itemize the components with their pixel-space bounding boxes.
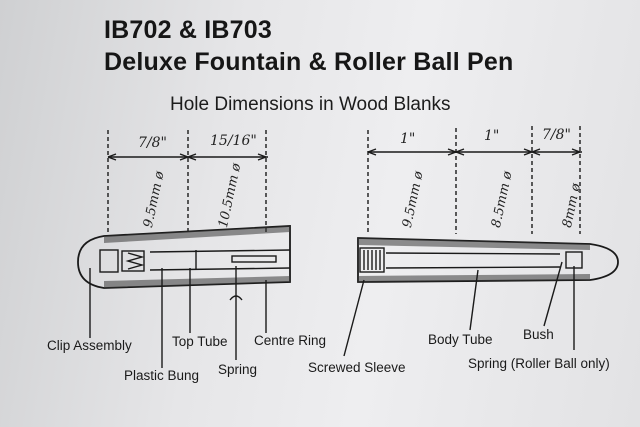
left-dim-1: 7/8" [138, 135, 167, 151]
right-dim-1: 1" [400, 131, 416, 147]
left-dim-2: 15/16" [210, 133, 257, 149]
label-top-tube: Top Tube [172, 334, 228, 349]
label-centre-ring: Centre Ring [254, 333, 327, 348]
right-dimension-line [367, 126, 582, 234]
diagram-subtitle: Hole Dimensions in Wood Blanks [170, 94, 451, 115]
label-screwed-sleeve: Screwed Sleeve [308, 360, 406, 375]
label-plastic-bung: Plastic Bung [124, 368, 200, 383]
title-product-name: Deluxe Fountain & Roller Ball Pen [104, 48, 514, 76]
right-leader-lines [343, 261, 575, 357]
label-clip-assembly: Clip Assembly [47, 338, 132, 353]
label-bush: Bush [523, 327, 554, 342]
right-pen-body [357, 237, 619, 283]
right-dim-3: 7/8" [542, 127, 571, 143]
left-leader-lines [89, 266, 267, 368]
label-spring: Spring [218, 362, 258, 377]
title-model-numbers: IB702 & IB703 [104, 16, 272, 44]
left-dimension-line [107, 130, 268, 232]
right-dim-2: 1" [484, 128, 500, 144]
label-spring-roller-ball: Spring (Roller Ball only) [468, 356, 610, 371]
label-body-tube: Body Tube [428, 332, 493, 347]
left-pen-body [77, 225, 291, 301]
